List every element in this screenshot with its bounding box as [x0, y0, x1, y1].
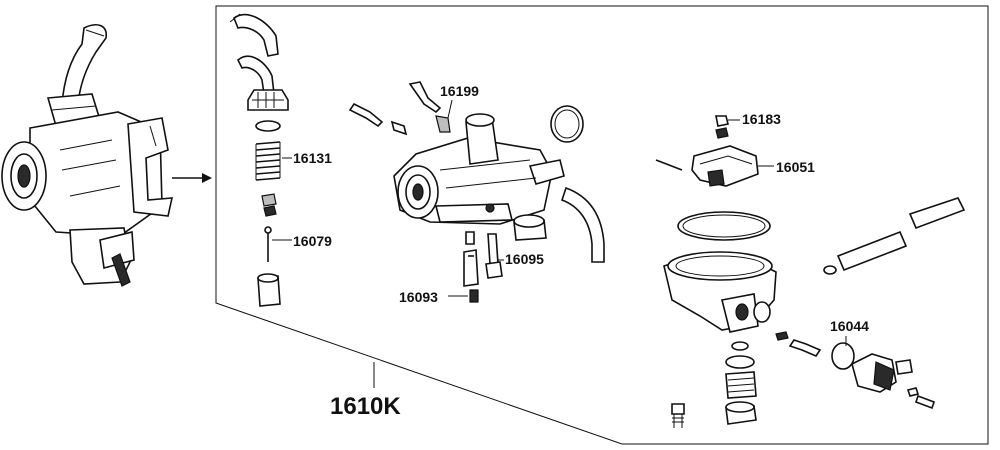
float-bowl-screw-16183: [715, 115, 729, 139]
float-bowl-gasket: [677, 211, 771, 241]
main-jet-16095: [485, 233, 503, 279]
bowl-drain-bolt: [671, 403, 685, 428]
float-16051: [691, 145, 759, 187]
petcock-o-ring-16044: [831, 342, 855, 370]
fuel-petcock: [851, 353, 913, 393]
throttle-slide: [257, 273, 281, 307]
kit-label: 1610K: [330, 393, 401, 420]
cable-adjuster-hose: [237, 55, 275, 95]
jet-holder: [463, 231, 479, 287]
pilot-screw: [408, 81, 451, 133]
float-pin: [655, 159, 683, 171]
petcock-screw: [906, 387, 936, 410]
assembled-carburetor-illustration: [1, 24, 174, 287]
part-label-16093: 16093: [399, 289, 438, 305]
part-label-16095: 16095: [505, 251, 544, 267]
throttle-spring: [255, 141, 281, 181]
part-label-16079: 16079: [293, 233, 332, 249]
bowl-bottom-gasket: [725, 341, 755, 369]
bowl-drain-cap: [725, 401, 757, 425]
part-label-16131: 16131: [293, 150, 332, 166]
mixing-chamber-top: [247, 89, 289, 111]
part-label-16183: 16183: [742, 111, 781, 127]
drain-screw-small: [775, 331, 822, 357]
carburetor-body: [393, 113, 565, 225]
float-valve-cap: [513, 214, 547, 241]
throttle-cable-hose: [229, 13, 279, 57]
bowl-drain-plug: [725, 371, 757, 399]
top-washer: [255, 120, 281, 132]
part-label-16199: 16199: [440, 83, 479, 99]
part-label-16044: 16044: [830, 318, 869, 334]
top-o-ring: [550, 105, 584, 143]
overflow-tube-long: [823, 197, 966, 275]
part-label-16051: 16051: [776, 159, 815, 175]
needle-retainer: [261, 193, 277, 217]
idle-adjust-screw: [348, 102, 408, 136]
float-bowl: [663, 251, 777, 333]
slow-jet-16093: [469, 289, 479, 303]
jet-needle: [264, 226, 272, 262]
leader-16199: [447, 99, 453, 119]
vent-hose: [560, 186, 605, 263]
kit-frame: [215, 5, 989, 445]
kit-pointer-arrow: [172, 173, 212, 183]
